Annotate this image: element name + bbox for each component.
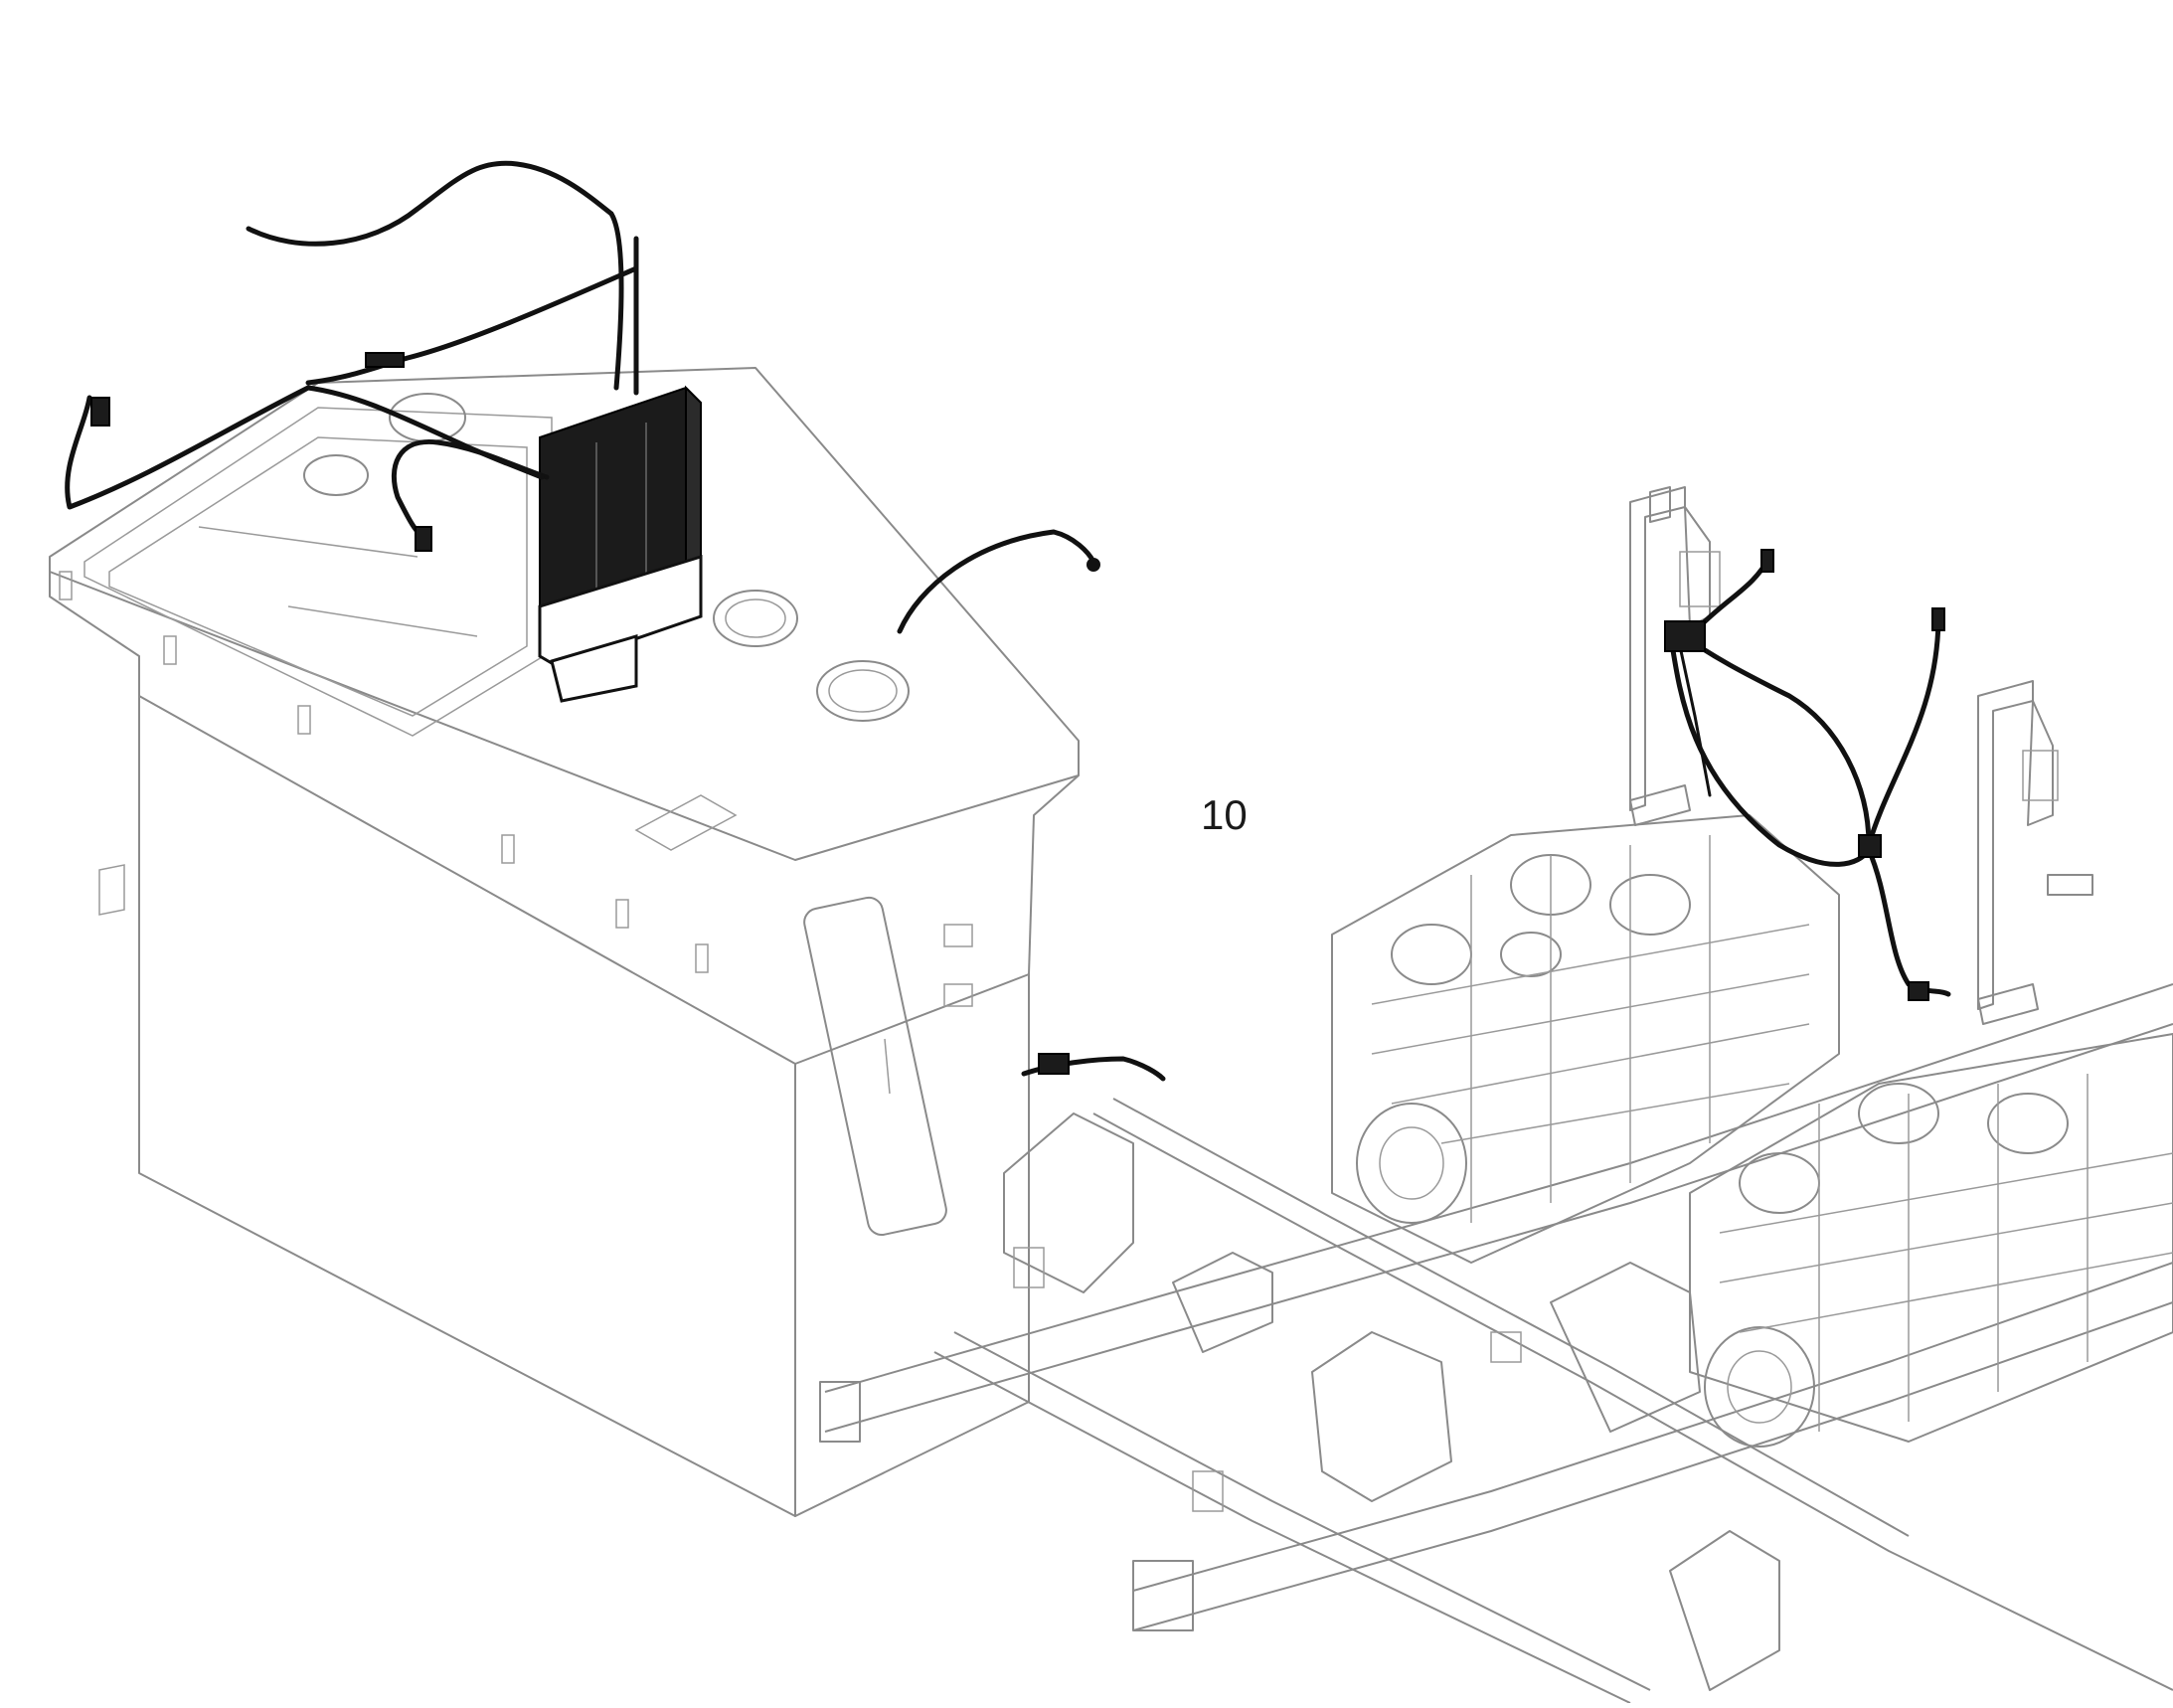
wiring-harness-stand	[1664, 549, 1951, 1001]
wiring-harness-side	[897, 529, 1166, 1082]
support-stand-right	[1977, 680, 2093, 1025]
engine-rear	[1689, 1033, 2173, 1448]
control-box	[538, 385, 703, 703]
callout-label: 10	[1201, 791, 1248, 838]
chassis-frame	[819, 983, 2173, 1704]
wiring-harness-upper	[65, 160, 639, 552]
engine-front	[1331, 814, 1840, 1264]
